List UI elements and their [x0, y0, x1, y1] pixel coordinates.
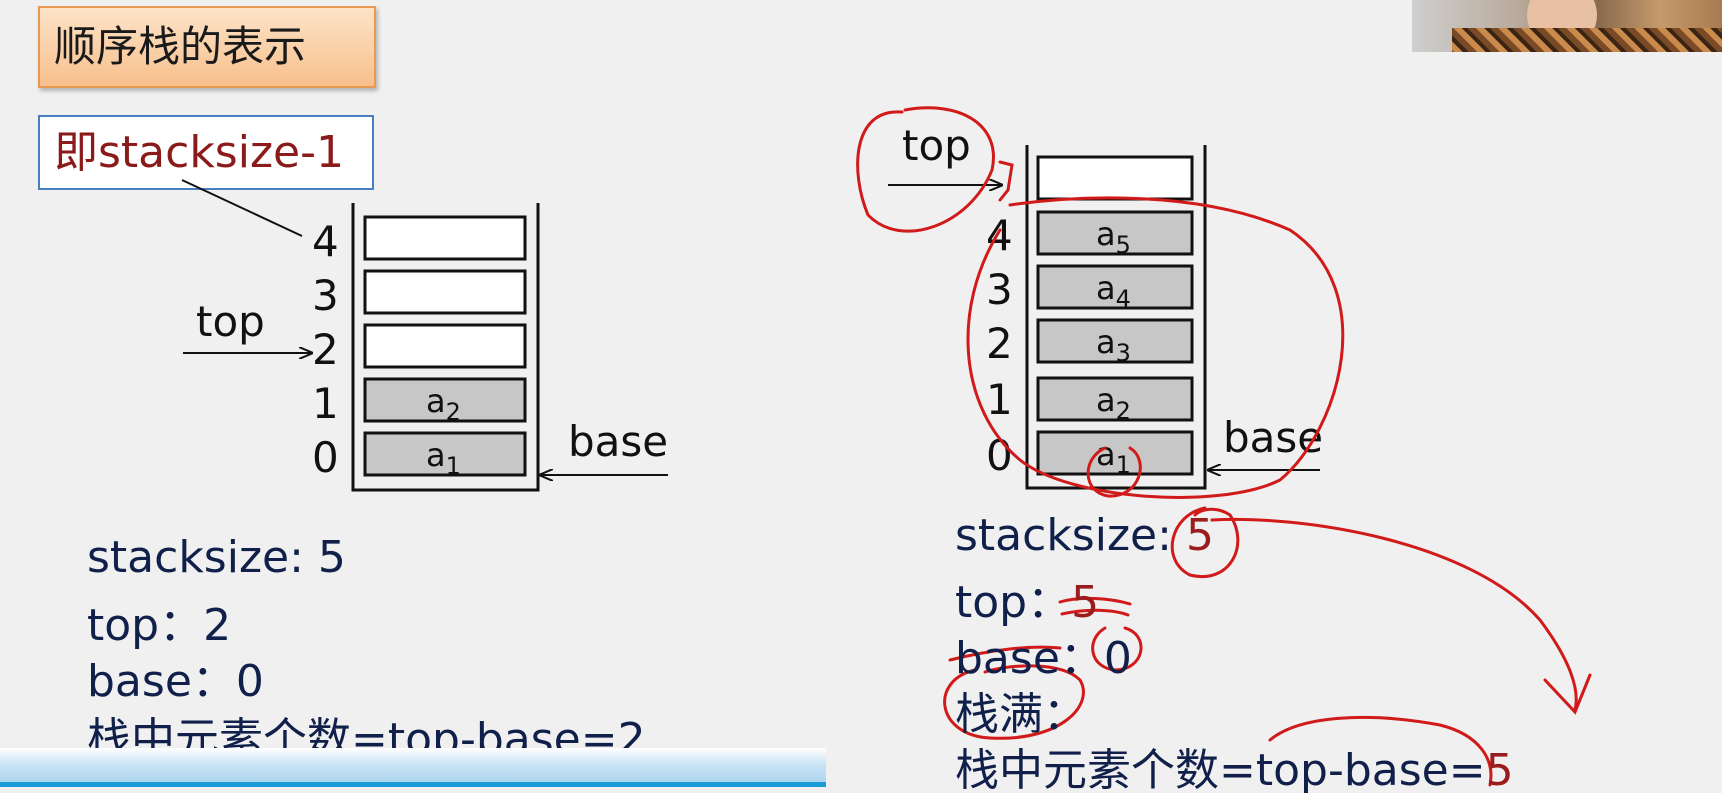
right-index-2: 2	[986, 319, 1013, 368]
right-info-full: 栈满：	[955, 689, 1087, 740]
right-stack: 4 3 2 1 0 a5 a4 a3 a2 a1 top base	[888, 121, 1323, 490]
right-cell-label-0: a1	[1096, 435, 1131, 479]
presenter-scarf	[1452, 28, 1722, 52]
left-cell-3	[363, 269, 527, 315]
footer-decoration	[0, 748, 826, 784]
right-cell-label-4: a5	[1096, 215, 1131, 259]
left-base-label: base	[568, 417, 668, 466]
annotation-strike-base	[948, 645, 1062, 662]
right-info-count-value: 5	[1485, 745, 1514, 793]
left-cell-label-0: a1	[426, 436, 461, 480]
left-index-0: 0	[312, 433, 339, 482]
right-cell-label-2: a3	[1096, 323, 1131, 367]
left-stack: 4 3 2 1 0 a2 a1 top base	[183, 203, 668, 492]
right-cell-2	[1036, 318, 1194, 364]
left-cell-0	[363, 431, 527, 477]
right-cell-label-3: a4	[1096, 269, 1131, 313]
right-cell-1	[1036, 376, 1194, 422]
left-index-3: 3	[312, 271, 339, 320]
annotation-circle-stacksize	[1170, 506, 1240, 578]
right-info-base-label: base：	[955, 633, 1104, 684]
right-info-top-value: 5	[1071, 577, 1100, 628]
slide-title: 顺序栈的表示	[38, 6, 376, 88]
right-cell-3	[1036, 264, 1194, 310]
annotation-arrow-to-count	[1210, 517, 1578, 712]
footer-line	[0, 782, 826, 787]
right-info-base: base：0	[955, 622, 1132, 686]
right-index-3: 3	[986, 265, 1013, 314]
right-info-top-label: top：	[955, 577, 1072, 628]
right-base-label: base	[1223, 413, 1323, 462]
left-cell-4	[363, 215, 527, 261]
right-top-label: top	[902, 121, 971, 170]
right-info-stacksize: stacksize: 5	[955, 510, 1214, 561]
right-info-top: top：5	[955, 566, 1099, 630]
annotation-arrowhead	[1543, 673, 1592, 715]
left-info-stacksize: stacksize: 5	[87, 532, 346, 583]
annotation-circle-a1	[1086, 446, 1142, 498]
left-index-4: 4	[312, 217, 339, 266]
right-info-count-label: 栈中元素个数=top-base=	[955, 745, 1486, 793]
left-info-base: base：0	[87, 656, 264, 707]
handwritten-annotations	[856, 106, 1592, 787]
right-index-1: 1	[986, 375, 1013, 424]
right-index-4: 4	[986, 211, 1013, 260]
right-cell-4	[1036, 210, 1194, 256]
annotation-circle-full	[943, 664, 1085, 740]
annotation-strike-top-2	[1060, 608, 1130, 617]
left-index-1: 1	[312, 379, 339, 428]
right-cell-label-1: a2	[1096, 381, 1131, 425]
left-cell-1	[363, 377, 527, 423]
left-top-label: top	[196, 297, 265, 346]
left-cell-label-1: a2	[426, 382, 461, 426]
annotation-circle-base-value	[1091, 626, 1143, 672]
right-stack-frame	[1025, 145, 1207, 490]
left-stack-frame	[351, 203, 540, 492]
annotation-tick-top	[998, 160, 1014, 202]
right-info-stacksize-label: stacksize:	[955, 510, 1186, 561]
annotation-loop-stack	[966, 196, 1345, 499]
right-cell-0	[1036, 430, 1194, 476]
right-info-stacksize-value: 5	[1185, 510, 1214, 561]
annotation-circle-top	[856, 106, 995, 233]
annotation-circle-top-base	[1268, 715, 1493, 787]
right-info-count: 栈中元素个数=top-base=5	[955, 734, 1514, 793]
right-cell-5	[1036, 155, 1194, 201]
stacksize-callout: 即stacksize-1	[38, 115, 374, 190]
left-info-top: top：2	[87, 600, 232, 651]
left-cell-2	[363, 323, 527, 369]
right-info-base-value: 0	[1103, 633, 1132, 684]
left-index-2: 2	[312, 325, 339, 374]
webcam-overlay	[1412, 0, 1722, 52]
callout-connector-line	[181, 179, 303, 237]
annotation-strike-top	[1058, 596, 1132, 606]
